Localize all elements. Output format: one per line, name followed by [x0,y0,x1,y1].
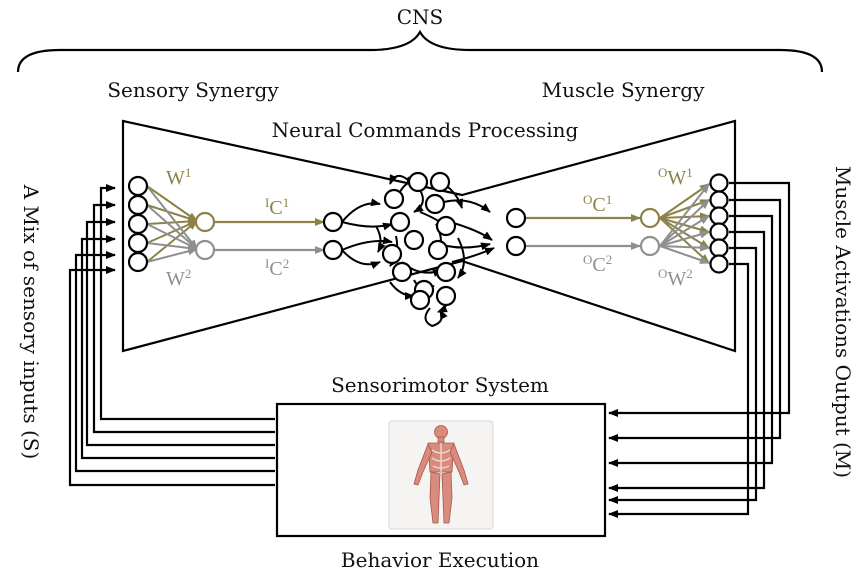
ow1-label: OW1 [658,165,693,189]
processing-label: Neural Commands Processing [272,118,579,142]
muscle-node [709,254,729,274]
w2-label: W2 [166,266,191,290]
processing-hourglass [121,119,737,353]
muscle-weights [659,183,710,264]
behavior-execution-label: Behavior Execution [341,548,539,572]
ow2-label: OW2 [658,266,693,290]
neuron-node [391,261,413,283]
sensory-node [127,232,149,254]
neuron-node [403,229,425,251]
muscle-node [709,206,729,226]
ic2-label: IC2 [265,256,289,280]
muscle-output-lines [608,181,791,518]
neuron-node [424,193,446,215]
muscle-synergy-node-2 [639,235,661,257]
neuron-node [322,239,344,261]
muscle-node [709,222,729,242]
human-body-illustration [388,420,494,530]
muscle-node [709,238,729,258]
muscle-output-nodes [709,173,729,274]
ic1-label: IC1 [265,195,289,219]
neuron-node [435,261,457,283]
sensory-inputs-label: A Mix of sensory inputs (S) [19,184,43,460]
muscle-output-label: Muscle Activations Output (M) [831,166,855,478]
sensory-feedback-lines [68,184,275,487]
sensorimotor-label: Sensorimotor System [331,373,549,397]
neuron-node [435,285,457,307]
muscle-synergy-label: Muscle Synergy [542,78,705,102]
neuron-node [409,289,431,311]
muscle-synergy-node-1 [639,207,661,229]
sensory-node [127,194,149,216]
muscle-node [709,190,729,210]
sensory-input-nodes [127,175,149,273]
sensory-node [127,251,149,273]
neuron-node [381,243,403,265]
neuron-node [322,211,344,233]
neuron-node [407,171,429,193]
sensory-synergy-node-2 [194,239,216,261]
cns-title: CNS [397,5,444,29]
muscle-node [709,173,729,193]
neuron-node [505,235,527,257]
cns-brace [16,29,824,73]
sensory-node [127,175,149,197]
sensory-synergy-node-1 [194,211,216,233]
neuron-node [389,211,411,233]
w1-label: W1 [166,165,191,189]
neuron-node [435,215,457,237]
sensory-node [127,213,149,235]
sensory-weights [146,185,198,263]
neuron-node [383,188,405,210]
neuron-node [427,239,449,261]
oc1-label: OC1 [583,192,612,216]
oc2-label: OC2 [583,252,612,276]
neuron-node [429,171,451,193]
neural-network-nodes [322,171,527,311]
sensory-synergy-label: Sensory Synergy [107,78,279,102]
neuron-node [505,207,527,229]
